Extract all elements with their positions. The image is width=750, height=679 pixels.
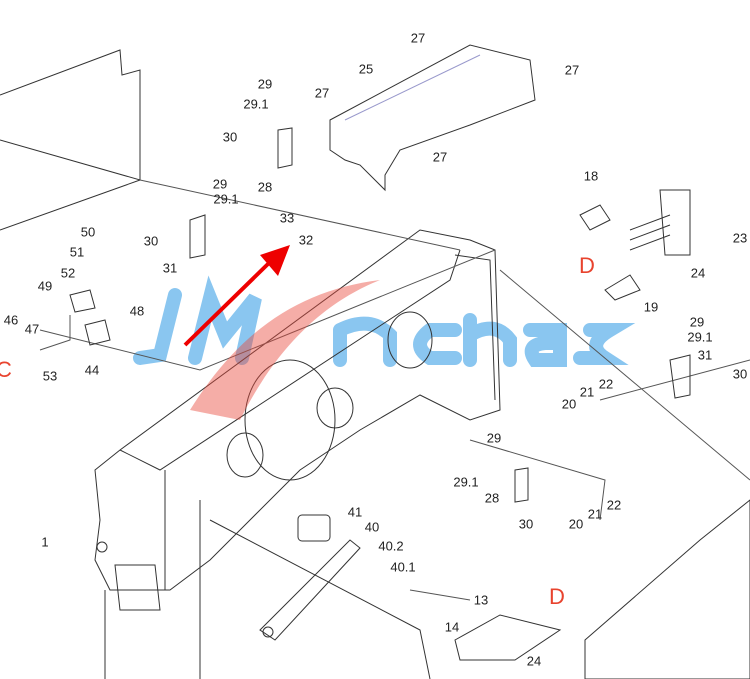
- callout-label: 40.1: [390, 559, 416, 575]
- callout-label: 48: [129, 303, 145, 319]
- callout-label: 1: [41, 534, 49, 550]
- callout-label: 29: [257, 76, 273, 92]
- callout-label: 30: [222, 129, 238, 145]
- callout-label: 51: [69, 244, 85, 260]
- callout-label: 33: [279, 210, 295, 226]
- callout-label: 44: [84, 362, 100, 378]
- callout-label: 40: [364, 519, 380, 535]
- callout-label: 19: [643, 299, 659, 315]
- callout-label: 29.1: [243, 96, 269, 112]
- bracket-31: [669, 354, 691, 399]
- pin-18: [579, 204, 611, 231]
- callout-label: 31: [162, 260, 178, 276]
- callout-label: 47: [24, 321, 40, 337]
- callout-label: 28: [257, 179, 273, 195]
- callout-label: 52: [60, 265, 76, 281]
- callout-label: 21: [579, 384, 595, 400]
- callout-label: 30: [732, 366, 748, 382]
- callout-label: 18: [583, 168, 599, 184]
- callout-label: 40.2: [378, 538, 404, 554]
- reference-d-right: D: [579, 253, 595, 278]
- callout-label: 49: [37, 278, 53, 294]
- callout-label: 20: [561, 396, 577, 412]
- clip-49: [69, 289, 96, 313]
- main-frame: [94, 229, 501, 591]
- callout-label: 22: [606, 497, 622, 513]
- callout-label: 27: [564, 62, 580, 78]
- callout-label: 13: [473, 592, 489, 608]
- bracket-25: [329, 44, 536, 192]
- watermark-logo: [133, 275, 636, 367]
- clip-44: [84, 319, 111, 346]
- cover-plate-left: [0, 49, 141, 181]
- watermark-swoosh: [190, 280, 380, 420]
- callout-label: 41: [347, 504, 363, 520]
- bracket-28: [514, 467, 529, 503]
- callout-label: 30: [518, 516, 534, 532]
- bracket-31-left: [189, 214, 206, 259]
- callout-label: 29.1: [213, 191, 239, 207]
- connector-24: [659, 189, 691, 256]
- callout-label: 32: [298, 232, 314, 248]
- red-arrow: [183, 260, 272, 347]
- callout-label: 14: [444, 619, 460, 635]
- cable-24: [454, 614, 562, 661]
- callout-label: 31: [697, 347, 713, 363]
- reference-d-bottom: D: [549, 584, 565, 609]
- pin-19: [604, 274, 641, 301]
- callout-label: 30: [143, 233, 159, 249]
- callout-label: 46: [3, 312, 19, 328]
- cover-plate-right: [584, 499, 750, 679]
- callout-label: 25: [358, 61, 374, 77]
- callout-label: 21: [587, 506, 603, 522]
- callout-label: 23: [732, 230, 748, 246]
- callout-label: 29.1: [687, 329, 713, 345]
- callout-label: 53: [42, 368, 58, 384]
- bracket-28-top: [277, 127, 293, 169]
- lever-41: [259, 539, 361, 641]
- callout-label: 29.1: [453, 474, 479, 490]
- callout-label: 27: [432, 149, 448, 165]
- callout-label: 24: [526, 653, 542, 669]
- callout-label: 27: [410, 30, 426, 46]
- callout-label: 20: [568, 516, 584, 532]
- reference-c-left: C: [0, 357, 12, 382]
- callout-label: 24: [690, 265, 706, 281]
- callout-label: 29: [212, 176, 228, 192]
- callout-label: 22: [598, 376, 614, 392]
- callout-label: 29: [486, 430, 502, 446]
- callout-label: 27: [314, 85, 330, 101]
- callout-label: 28: [484, 490, 500, 506]
- callout-label: 29: [689, 314, 705, 330]
- callout-label: 50: [80, 224, 96, 240]
